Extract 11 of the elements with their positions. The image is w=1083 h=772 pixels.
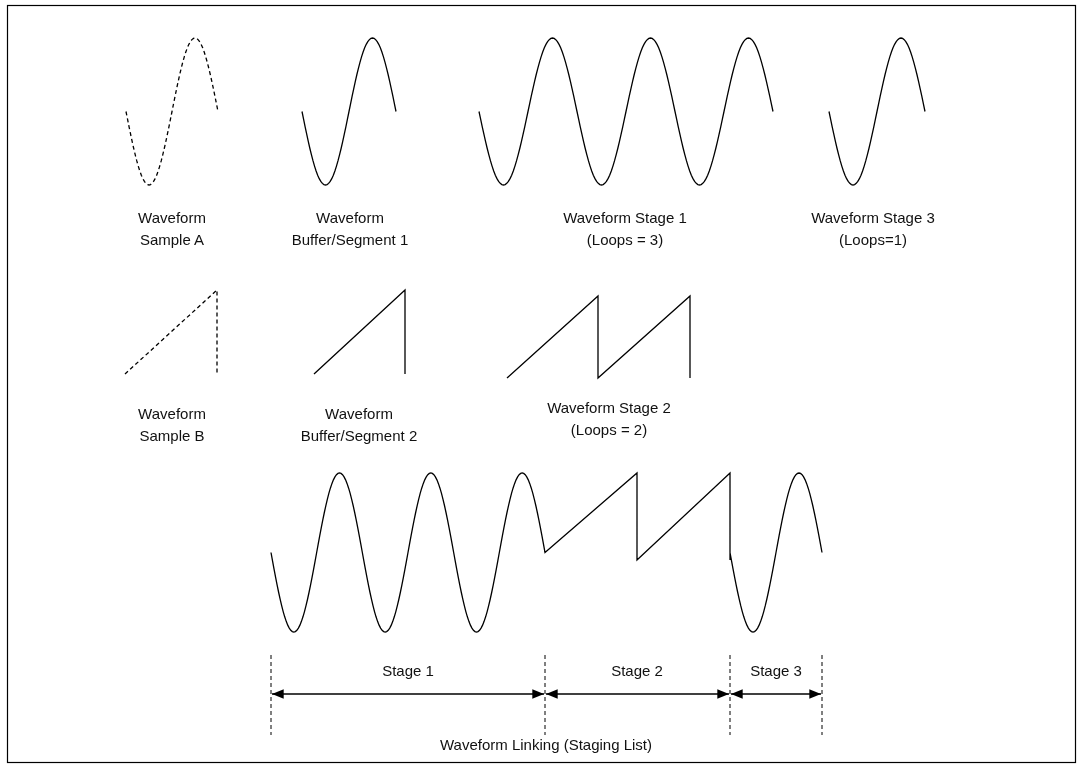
waveform-label: Waveform Stage 1 (Loops = 3) <box>562 208 688 250</box>
dimension-label: Stage 1 <box>381 661 435 681</box>
dimension-label: Stage 3 <box>749 661 803 681</box>
waveform-label: Waveform Buffer/Segment 2 <box>299 404 419 446</box>
waveform-label: Waveform Sample A <box>137 208 207 250</box>
waveform-label: Waveform Buffer/Segment 1 <box>290 208 410 250</box>
waveform-label: Waveform Stage 2 (Loops = 2) <box>546 398 672 440</box>
caption-text: Waveform Linking (Staging List) <box>439 735 653 755</box>
waveform-label: Waveform Sample B <box>137 404 207 446</box>
dimension-label: Stage 2 <box>610 661 664 681</box>
waveform-label: Waveform Stage 3 (Loops=1) <box>810 208 936 250</box>
